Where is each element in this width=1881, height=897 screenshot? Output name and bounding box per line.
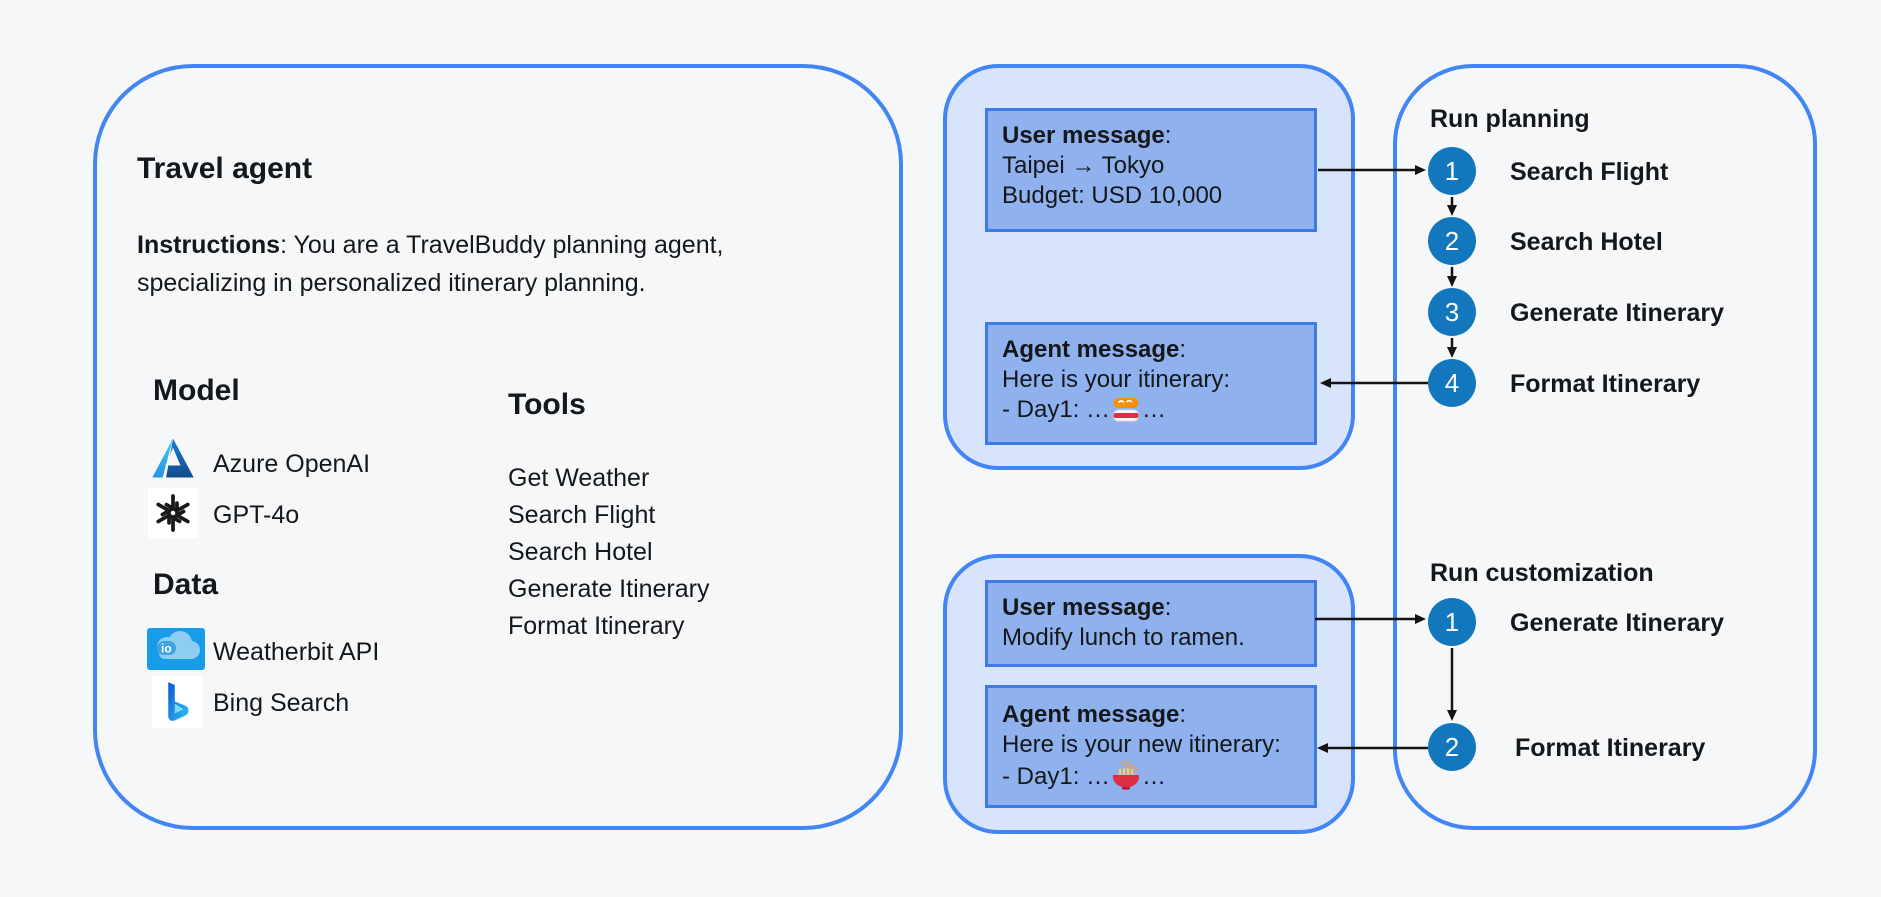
message-line: - Day1: … — [1002, 396, 1111, 423]
instructions-label: Instructions — [137, 231, 281, 259]
step-number: 3 — [1444, 296, 1460, 327]
step-label: Search Flight — [1510, 158, 1669, 186]
step-number: 2 — [1444, 225, 1460, 256]
data-item-label: Weatherbit API — [213, 638, 380, 666]
customization-agent-message-box: Agent message: Here is your new itinerar… — [985, 685, 1317, 808]
tools-list: Get Weather Search Flight Search Hotel G… — [508, 460, 710, 645]
tools-item: Search Hotel — [508, 538, 653, 566]
message-colon: : — [1164, 594, 1172, 621]
data-heading: Data — [153, 568, 219, 601]
message-line: Here is your new itinerary: — [1002, 731, 1281, 758]
message-colon: : — [1179, 336, 1187, 363]
weatherbit-badge-text: io — [161, 642, 172, 656]
message-label: Agent message — [1002, 701, 1180, 728]
model-item-label: GPT-4o — [213, 501, 300, 529]
step-number: 1 — [1444, 155, 1460, 186]
azure-icon — [148, 433, 198, 483]
tools-item: Generate Itinerary — [508, 575, 710, 603]
step-number: 4 — [1444, 367, 1460, 398]
instructions-text: Instructions: You are a TravelBuddy plan… — [137, 226, 877, 302]
agent-card-panel — [93, 64, 903, 830]
model-item-label: Azure OpenAI — [213, 450, 371, 478]
tools-item: Format Itinerary — [508, 612, 685, 640]
model-heading: Model — [153, 374, 240, 407]
step-circle: 4 — [1428, 359, 1476, 407]
customization-user-message-box: User message: Modify lunch to ramen. — [985, 580, 1317, 667]
step-circle: 2 — [1428, 217, 1476, 265]
step-label: Search Hotel — [1510, 228, 1663, 256]
tools-heading: Tools — [508, 388, 586, 421]
step-label: Generate Itinerary — [1510, 299, 1724, 327]
step-circle: 3 — [1428, 288, 1476, 336]
run-planning-title: Run planning — [1430, 105, 1590, 133]
openai-icon — [148, 488, 198, 538]
data-item-label: Bing Search — [213, 689, 350, 717]
tools-item: Search Flight — [508, 501, 656, 529]
tools-item: Get Weather — [508, 464, 650, 492]
step-number: 1 — [1444, 606, 1460, 637]
planning-agent-message-box: Agent message: Here is your itinerary: -… — [985, 322, 1317, 445]
sushi-icon — [1112, 398, 1140, 429]
step-circle: 2 — [1428, 723, 1476, 771]
message-line: Taipei → Tokyo — [1002, 152, 1165, 179]
message-label: User message — [1002, 594, 1165, 621]
planning-user-message-box: User message: Taipei → Tokyo Budget: USD… — [985, 108, 1317, 232]
agent-card-title: Travel agent — [137, 152, 313, 185]
message-colon: : — [1164, 122, 1172, 149]
instructions-colon: : — [280, 231, 294, 259]
instructions-line2: specializing in personalized itinerary p… — [137, 269, 646, 297]
step-label: Generate Itinerary — [1510, 609, 1724, 637]
message-colon: : — [1179, 701, 1187, 728]
message-label: User message — [1002, 122, 1165, 149]
message-line: Modify lunch to ramen. — [1002, 624, 1245, 651]
bing-icon — [152, 676, 202, 728]
step-label: Format Itinerary — [1515, 734, 1706, 762]
run-customization-title: Run customization — [1430, 559, 1654, 587]
step-label: Format Itinerary — [1510, 370, 1701, 398]
runs-panel — [1393, 64, 1817, 830]
instructions-line1: You are a TravelBuddy planning agent, — [293, 231, 724, 259]
message-line: … — [1142, 396, 1167, 423]
message-line: Budget: USD 10,000 — [1002, 182, 1223, 209]
ramen-icon — [1112, 759, 1140, 796]
message-line: Here is your itinerary: — [1002, 366, 1231, 393]
message-line: - Day1: … — [1002, 763, 1111, 790]
step-circle: 1 — [1428, 598, 1476, 646]
message-line: … — [1142, 763, 1167, 790]
message-label: Agent message — [1002, 336, 1180, 363]
step-number: 2 — [1444, 731, 1460, 762]
weatherbit-icon: io — [147, 628, 205, 670]
step-circle: 1 — [1428, 147, 1476, 195]
